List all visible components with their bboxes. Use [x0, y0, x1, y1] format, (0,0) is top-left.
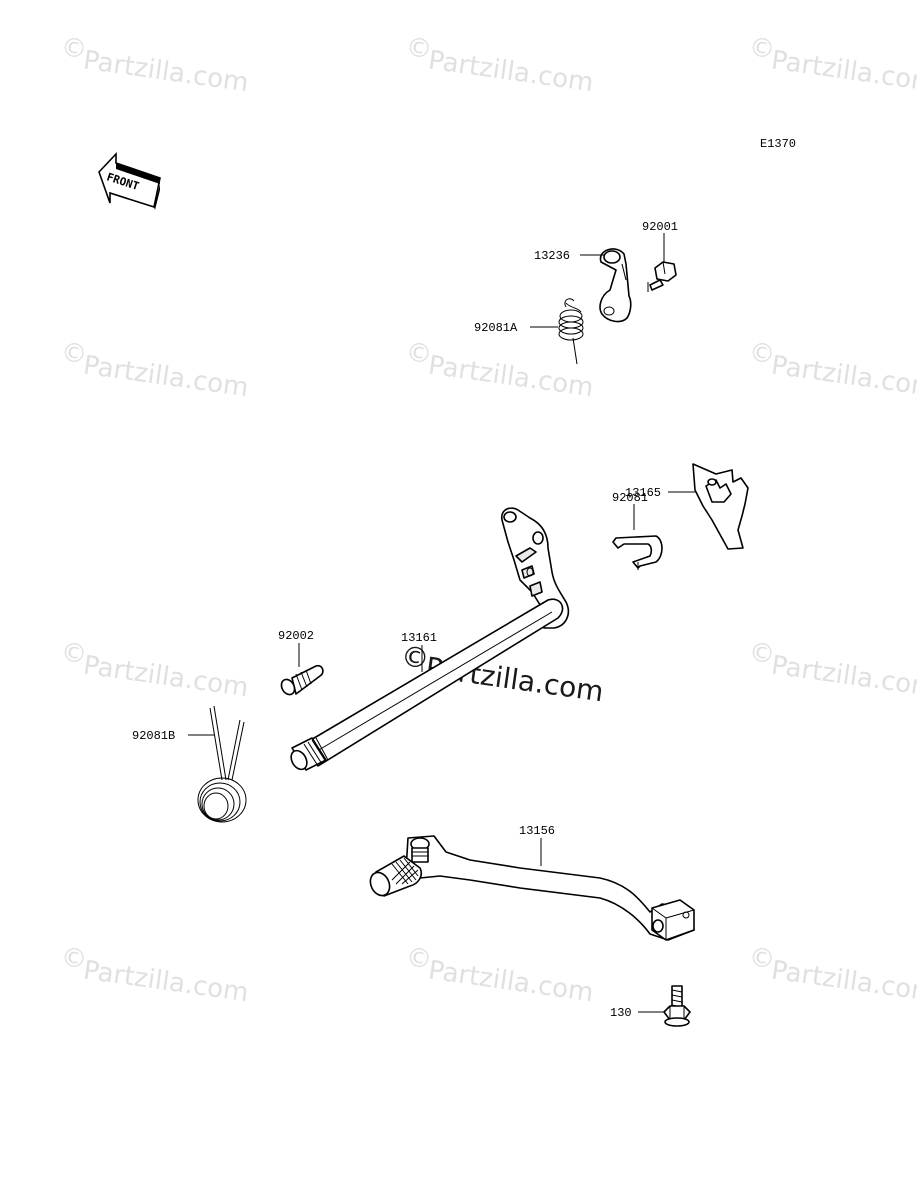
- watermark-symbol: ©: [59, 337, 89, 370]
- watermark-symbol: ©: [747, 637, 777, 670]
- label-92081: 92081: [612, 491, 648, 505]
- watermark-text: Partzilla.com: [426, 955, 595, 1008]
- label-13156: 13156: [519, 824, 555, 838]
- watermark-symbol: ©: [404, 942, 434, 975]
- part-13165-plate: [692, 463, 749, 550]
- part-130-bolt: [663, 985, 691, 1027]
- watermark-text: Partzilla.com: [81, 650, 250, 703]
- watermark-symbol: ©: [59, 942, 89, 975]
- label-92001: 92001: [642, 220, 678, 234]
- watermark-text: Partzilla.com: [769, 955, 917, 1008]
- part-92081A-spring: [558, 298, 584, 365]
- part-92081B-spring: [197, 705, 247, 823]
- label-13236: 13236: [534, 249, 570, 263]
- watermark-symbol: ©: [404, 32, 434, 65]
- part-92001-bolt: [647, 261, 677, 292]
- front-arrow-icon: FRONT: [98, 151, 161, 210]
- part-13236-lever: [599, 248, 632, 323]
- label-92081B: 92081B: [132, 729, 175, 743]
- watermark-text: Partzilla.com: [426, 45, 595, 98]
- part-92002-stud: [280, 664, 324, 696]
- label-92081A: 92081A: [474, 321, 518, 335]
- watermark-text: Partzilla.com: [769, 650, 917, 703]
- watermark-symbol: ©: [747, 942, 777, 975]
- watermark-text: Partzilla.com: [81, 955, 250, 1008]
- part-13161-shift-shaft: [290, 507, 570, 771]
- part-13156-shift-pedal: [369, 835, 695, 941]
- watermark-symbol: ©: [747, 32, 777, 65]
- watermark-symbol: ©: [404, 337, 434, 370]
- diagram-code: E1370: [760, 137, 796, 151]
- watermark-text: Partzilla.com: [81, 45, 250, 98]
- part-92081-clip: [612, 535, 663, 570]
- watermark-grid: ©Partzilla.com ©Partzilla.com ©Partzilla…: [59, 32, 917, 1008]
- label-130: 130: [610, 1006, 632, 1020]
- watermark-text: Partzilla.com: [769, 350, 917, 403]
- label-13161: 13161: [401, 631, 437, 645]
- watermark-symbol: ©: [747, 337, 777, 370]
- watermark-symbol: ©: [59, 637, 89, 670]
- watermark-symbol: ©: [59, 32, 89, 65]
- label-13165: 13165: [625, 486, 661, 500]
- label-92002: 92002: [278, 629, 314, 643]
- knurl-pattern: [391, 857, 419, 885]
- watermark-text: Partzilla.com: [769, 45, 917, 98]
- watermark-text: Partzilla.com: [81, 350, 250, 403]
- watermark-text: Partzilla.com: [426, 350, 595, 403]
- center-watermark-symbol: ©: [399, 639, 431, 676]
